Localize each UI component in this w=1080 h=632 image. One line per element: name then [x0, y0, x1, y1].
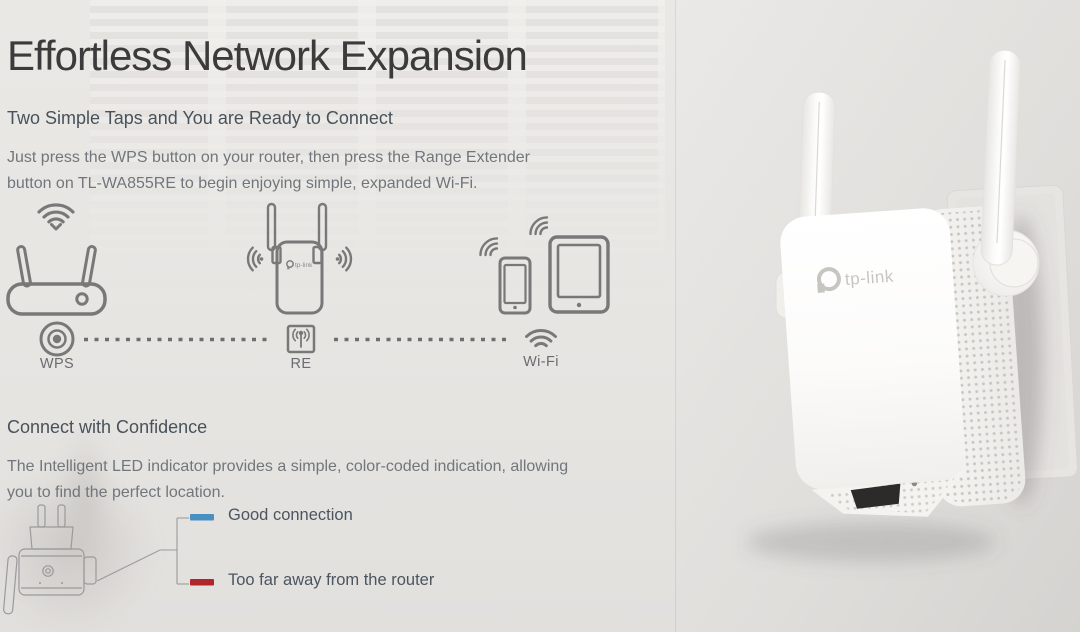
tablet-wifi-waves-icon [529, 216, 549, 236]
extender-icon [266, 202, 328, 315]
smartphone-wifi-waves-icon [479, 237, 499, 257]
wps-connection-diagram: tp-link [6, 202, 610, 357]
tap-section-heading: Two Simple Taps and You are Ready to Con… [7, 107, 393, 128]
right-antenna [980, 49, 1021, 266]
device-front-face [780, 208, 966, 490]
backdrop-blur-shape [50, 400, 120, 580]
legend-far-label: Too far away from the router [228, 571, 435, 589]
product-photo: tp-link [675, 0, 1080, 632]
led-legend-diagram [3, 504, 214, 615]
extender-sketch [3, 504, 97, 615]
extender-wifi-waves-right-icon [335, 246, 353, 272]
smartphone-icon [498, 256, 532, 315]
extender-wifi-waves-left-icon [246, 246, 264, 272]
backdrop-fade [90, 0, 665, 290]
router-wifi-signal-icon [37, 203, 75, 231]
tablet-icon [548, 235, 610, 314]
tap-section-body: Just press the WPS button on your router… [7, 149, 530, 192]
router-icon [6, 245, 107, 316]
tp-link-logo-text: tp-link [844, 267, 894, 289]
wifi-arcs-icon [525, 329, 557, 348]
wps-label: WPS [39, 356, 75, 372]
re-label: RE [290, 356, 312, 372]
background-room-photo [0, 0, 675, 632]
good-connection-dash [190, 514, 214, 521]
device-bottom-shadow [746, 522, 996, 562]
re-button-icon [286, 324, 316, 354]
extender-icon-brand-text: tp-link [295, 262, 313, 269]
too-far-dash [190, 579, 214, 586]
page-title: Effortless Network Expansion [7, 32, 528, 80]
wps-button-icon [39, 321, 75, 357]
legend-connector-lines [96, 517, 189, 585]
wifi-label: Wi-Fi [523, 354, 559, 370]
ethernet-port [850, 483, 901, 509]
tp-link-logo: tp-link [816, 267, 894, 293]
legend-good-label: Good connection [228, 506, 353, 524]
led-section-body: The Intelligent LED indicator provides a… [7, 458, 569, 501]
led-section-heading: Connect with Confidence [7, 416, 208, 437]
